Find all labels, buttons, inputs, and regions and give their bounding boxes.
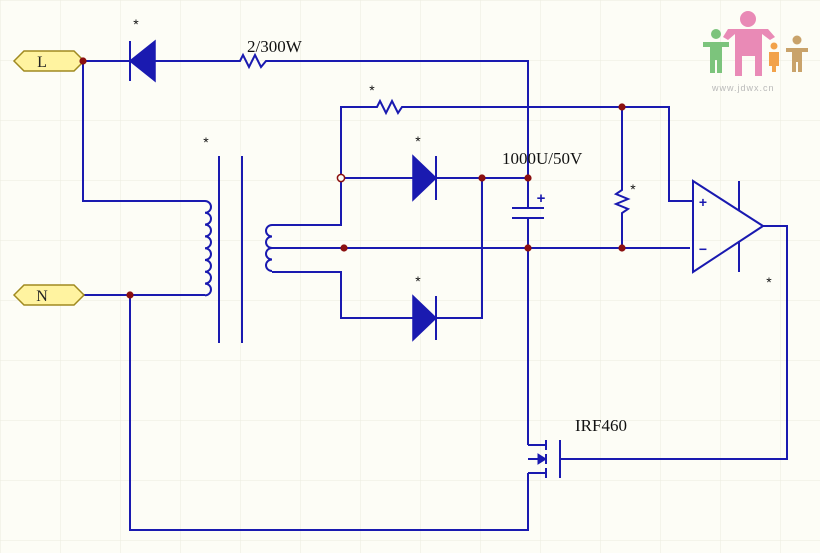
- port-n-label: N: [36, 288, 48, 305]
- opamp-plus: +: [699, 194, 707, 210]
- wire-resistor-to-cap: [270, 60, 529, 178]
- wire-secondary-bottom: [272, 271, 413, 319]
- node-center-tap: [340, 244, 348, 252]
- electrolytic-capacitor: +: [512, 190, 546, 219]
- transformer: [204, 156, 273, 343]
- node-vres-bottom: [618, 244, 626, 252]
- capacitor-polarity: +: [537, 190, 546, 207]
- wire-secondary-top: [272, 177, 413, 226]
- wire-l-to-primary: [82, 61, 205, 202]
- port-l: L: [12, 50, 86, 72]
- marker-upper-diode: *: [415, 133, 421, 149]
- primary-winding: [204, 200, 212, 297]
- marker-vertical-resistor: *: [630, 181, 636, 197]
- opamp-minus: −: [699, 241, 707, 257]
- node-cap-bottom: [524, 244, 532, 252]
- marker-input-diode: *: [133, 16, 139, 32]
- capacitor-label: 1000U/50V: [502, 149, 583, 168]
- mosfet: [527, 440, 561, 483]
- mosfet-label: IRF460: [575, 416, 627, 435]
- vertical-resistor: [613, 186, 631, 216]
- wire-opamp-to-gate: [560, 225, 788, 460]
- marker-transformer: *: [203, 134, 209, 150]
- junction-nodes: [79, 57, 626, 299]
- upper-rectifier-diode: [412, 154, 438, 202]
- series-resistor: [235, 52, 270, 70]
- node-cap-top: [524, 174, 532, 182]
- small-resistor: [372, 98, 405, 116]
- opamp: + −: [692, 179, 765, 274]
- watermark-text: www.jdwx.cn: [711, 83, 775, 93]
- secondary-winding: [265, 224, 273, 272]
- marker-opamp: *: [766, 274, 772, 290]
- watermark-logo: www.jdwx.cn: [703, 11, 808, 93]
- input-diode: [128, 39, 156, 83]
- node-secondary-top: [336, 173, 346, 183]
- node-n: [126, 291, 134, 299]
- wire-n-to-mosfet-source: [129, 295, 529, 531]
- node-vres-top: [618, 103, 626, 111]
- series-resistor-label: 2/300W: [247, 37, 303, 56]
- wire-small-resistor-to-opamp: [405, 106, 693, 202]
- node-lower-diode: [478, 174, 486, 182]
- lower-rectifier-diode: [412, 294, 438, 342]
- wire-lower-diode-to-rail: [436, 178, 483, 319]
- node-l: [79, 57, 87, 65]
- marker-lower-diode: *: [415, 273, 421, 289]
- port-l-label: L: [37, 54, 47, 71]
- wires: [80, 60, 788, 531]
- port-n: N: [12, 284, 86, 306]
- wire-to-small-resistor: [340, 106, 372, 178]
- marker-small-resistor: *: [369, 82, 375, 98]
